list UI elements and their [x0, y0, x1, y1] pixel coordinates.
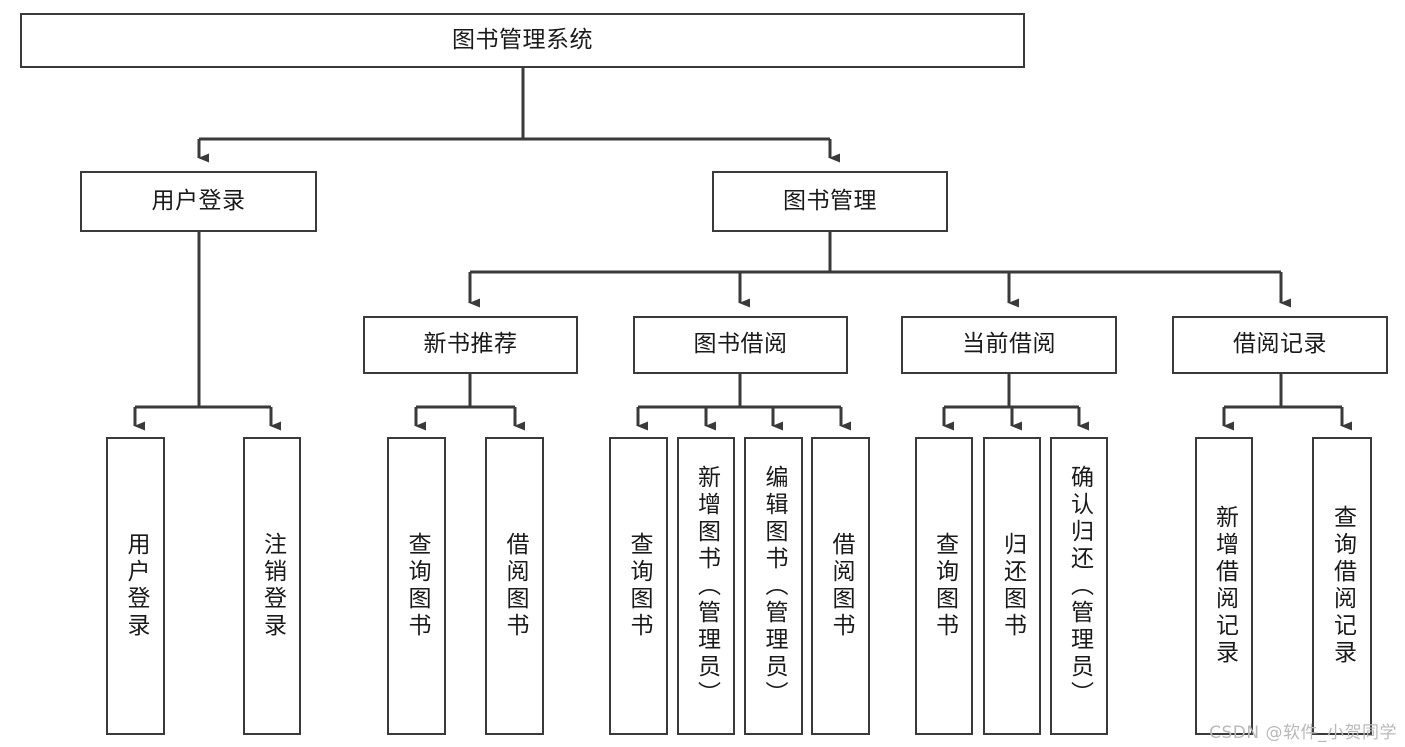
- leaf-user-login[interactable]: 用户登录: [106, 437, 165, 735]
- leaf-borrow-book[interactable]: 借阅图书: [811, 437, 870, 735]
- leaf-query-book-borrow[interactable]: 查询图书: [609, 437, 668, 735]
- leaf-query-book-borrow-label: 查询图书: [626, 532, 652, 640]
- leaf-borrow-book-recommend[interactable]: 借阅图书: [485, 437, 544, 735]
- node-book-borrow-label: 图书借阅: [693, 331, 788, 358]
- node-borrow-record[interactable]: 借阅记录: [1172, 316, 1388, 374]
- node-new-book-recommend[interactable]: 新书推荐: [363, 316, 578, 374]
- node-root-label: 图书管理系统: [452, 26, 593, 53]
- node-borrow-record-label: 借阅记录: [1233, 331, 1327, 358]
- leaf-logout[interactable]: 注销登录: [243, 437, 301, 735]
- node-book-management[interactable]: 图书管理: [712, 171, 948, 232]
- node-current-borrow[interactable]: 当前借阅: [901, 316, 1117, 374]
- leaf-confirm-return-admin[interactable]: 确认归还（管理员）: [1050, 437, 1108, 735]
- node-root[interactable]: 图书管理系统: [20, 13, 1025, 68]
- node-current-borrow-label: 当前借阅: [962, 331, 1056, 358]
- leaf-logout-label: 注销登录: [259, 532, 286, 640]
- leaf-add-book-admin-label: 新增图书（管理员）: [693, 464, 720, 708]
- leaf-confirm-return-admin-label: 确认归还（管理员）: [1066, 464, 1093, 708]
- leaf-query-book-current[interactable]: 查询图书: [915, 437, 973, 735]
- leaf-add-borrow-record[interactable]: 新增借阅记录: [1195, 437, 1253, 735]
- leaf-return-book[interactable]: 归还图书: [983, 437, 1041, 735]
- node-book-management-label: 图书管理: [783, 187, 877, 214]
- leaf-edit-book-admin[interactable]: 编辑图书（管理员）: [744, 437, 803, 735]
- leaf-query-book-recommend[interactable]: 查询图书: [387, 437, 446, 735]
- node-new-book-recommend-label: 新书推荐: [423, 331, 518, 358]
- leaf-edit-book-admin-label: 编辑图书（管理员）: [761, 464, 787, 708]
- leaf-add-book-admin[interactable]: 新增图书（管理员）: [677, 437, 735, 735]
- leaf-user-login-label: 用户登录: [123, 532, 149, 640]
- leaf-query-book-recommend-label: 查询图书: [404, 532, 430, 640]
- node-user-login-label: 用户登录: [151, 187, 246, 214]
- leaf-return-book-label: 归还图书: [999, 532, 1026, 640]
- leaf-borrow-book-recommend-label: 借阅图书: [502, 532, 528, 640]
- leaf-query-borrow-record-label: 查询借阅记录: [1329, 505, 1356, 667]
- node-user-login[interactable]: 用户登录: [80, 171, 317, 232]
- watermark-text: CSDN @软件_小贺同学: [1209, 723, 1397, 743]
- leaf-add-borrow-record-label: 新增借阅记录: [1211, 505, 1238, 667]
- leaf-borrow-book-label: 借阅图书: [828, 532, 854, 640]
- leaf-query-book-current-label: 查询图书: [931, 532, 958, 640]
- node-book-borrow[interactable]: 图书借阅: [633, 316, 848, 374]
- leaf-query-borrow-record[interactable]: 查询借阅记录: [1312, 437, 1372, 735]
